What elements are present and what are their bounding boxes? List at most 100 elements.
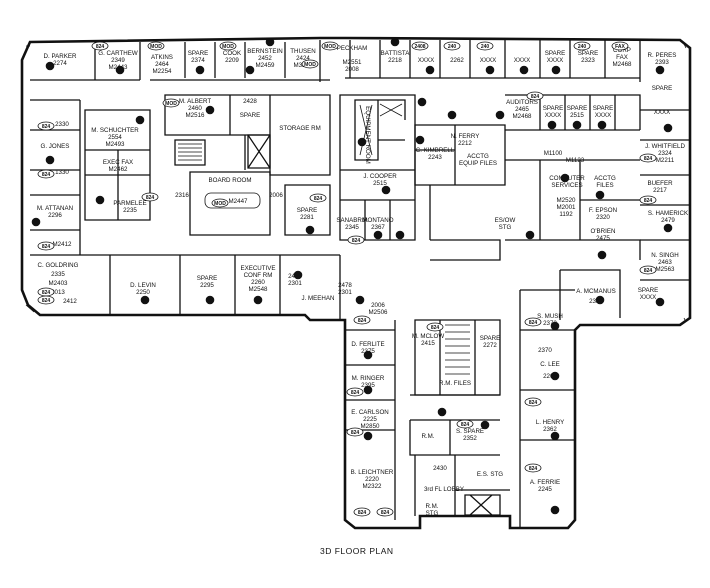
svg-text:824: 824 [351, 430, 360, 436]
badge: 240 [443, 41, 461, 51]
svg-text:A. MCMANUS2326: A. MCMANUS2326 [576, 288, 616, 305]
room-buefer: BUEFER [647, 180, 673, 187]
badge: 824 [346, 427, 364, 437]
room-top-2262: 2262 [450, 57, 464, 64]
room-levin: D. LEVIN [130, 282, 156, 289]
badge: 824 [524, 317, 542, 327]
room-stg: ES/OW [495, 217, 516, 224]
svg-text:240: 240 [481, 44, 490, 50]
room-spare-2323: SPARE [578, 50, 599, 57]
svg-text:824: 824 [644, 268, 653, 274]
room-b2316: 2316 [175, 192, 189, 199]
room-acctg-files: ACCTG [594, 175, 616, 182]
room-m2520: M2520 [557, 197, 576, 204]
badge: 2408 [411, 41, 429, 51]
svg-text:824: 824 [644, 156, 653, 162]
badge: 824 [426, 322, 444, 332]
badge: 824 [639, 153, 657, 163]
badge: 824 [37, 169, 55, 179]
room-spare-xxxx-a: SPARE [543, 105, 564, 112]
room-lobby: 3rd FL LOBBY [424, 486, 464, 493]
badge: 824 [639, 195, 657, 205]
badge: 824 [526, 91, 544, 101]
room-rm-stg: R.M. [425, 503, 438, 510]
svg-text:824: 824 [431, 325, 440, 331]
room-henry: L. HENRY [536, 419, 564, 426]
room-kimbrell: C. KIMBRELL [416, 147, 455, 154]
svg-text:824: 824 [314, 196, 323, 202]
svg-text:824: 824 [96, 44, 105, 50]
svg-text:MOD: MOD [214, 201, 226, 207]
badge: FAX [611, 41, 629, 51]
svg-text:240: 240 [578, 44, 587, 50]
badge: MOD [162, 98, 180, 108]
room-es-stg: E.S. STG [477, 471, 503, 478]
room-rm: R.M. [421, 433, 434, 440]
room-spare-2272: SPARE [480, 335, 501, 342]
svg-text:824: 824 [42, 172, 51, 178]
outer-walls [20, 36, 692, 530]
room-carthew-name: G. CARTHEW [98, 50, 138, 57]
room-storage: STORAGE RM [279, 125, 321, 132]
room-top-xxxx-2: XXXX [480, 57, 497, 64]
room-parmelee: PARMELEE [113, 200, 146, 207]
svg-text:824: 824 [529, 320, 538, 326]
badge: 824 [639, 265, 657, 275]
badge: 824 [347, 235, 365, 245]
desk-markers [31, 37, 673, 515]
room-board-ext: M2447 [229, 198, 248, 205]
badge: 824 [37, 287, 55, 297]
room-b2430: 2430 [433, 465, 447, 472]
room-lee: 2370 [538, 347, 552, 354]
badge: 824 [37, 295, 55, 305]
svg-text:MOD: MOD [304, 62, 316, 68]
svg-text:824: 824 [351, 390, 360, 396]
room-m2478: 2478 [338, 282, 352, 289]
svg-text:240: 240 [448, 44, 457, 50]
svg-text:824: 824 [358, 510, 367, 516]
room-cooper: J. COOPER [363, 173, 397, 180]
room-singh: N. SINGH [651, 252, 679, 259]
room-spare-2352: S. SPARE [456, 428, 484, 435]
badge: MOD [321, 41, 339, 51]
room-spare-ne: SPARE [652, 85, 673, 92]
room-b2412-w: M2412 [53, 241, 72, 248]
room-spare-xxxx-top: SPARE [545, 50, 566, 57]
room-ferlite: D. FERLITE [351, 341, 384, 348]
badge: 824 [91, 41, 109, 51]
room-obrien: O'BRIEN [591, 228, 616, 235]
badges: 824 MOD MOD MOD MOD 2408 240 240 240 FAX… [37, 41, 657, 517]
room-spare-2428: 2428 [243, 98, 257, 105]
room-peckham-name: PECKHAM [337, 45, 368, 52]
room-mcmanus: A. MCMANUS [576, 288, 616, 295]
room-ferrie: A. FERRIE [530, 479, 560, 486]
svg-text:824: 824 [42, 290, 51, 296]
svg-text:824: 824 [358, 318, 367, 324]
